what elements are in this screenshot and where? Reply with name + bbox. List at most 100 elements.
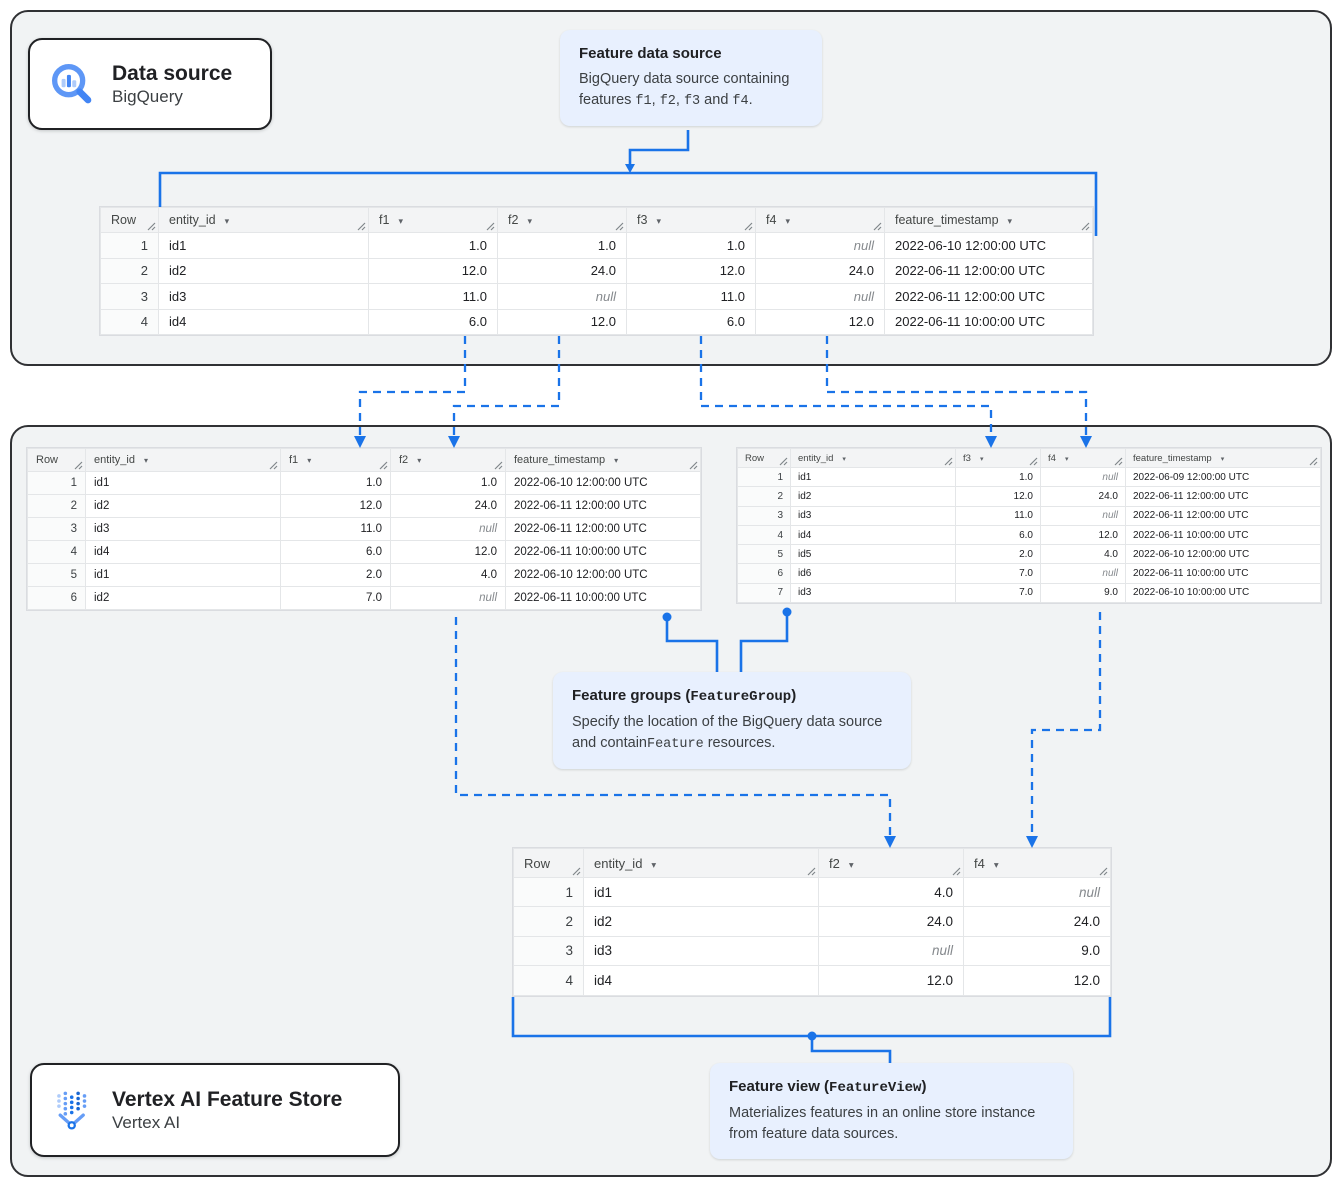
cell-f2: null	[497, 283, 627, 310]
cell-f2: 24.0	[818, 906, 964, 937]
column-menu-icon[interactable]: ▾	[417, 456, 422, 465]
column-header-f2: f2▾	[818, 848, 964, 878]
cell-feature_timestamp: 2022-06-11 10:00:00 UTC	[1125, 563, 1321, 584]
column-resize-handle-icon[interactable]	[952, 867, 961, 876]
cell-feature_timestamp: 2022-06-10 12:00:00 UTC	[505, 471, 701, 495]
column-resize-handle-icon[interactable]	[572, 867, 581, 876]
column-menu-icon[interactable]: ▾	[979, 455, 984, 463]
column-header-entity_id: entity_id ▾	[790, 448, 956, 468]
column-header-feature_timestamp: feature_timestamp▾	[1125, 448, 1321, 468]
column-menu-icon[interactable]: ▾	[656, 216, 661, 226]
cell-entity_id: id6	[790, 563, 956, 584]
cell-row: 7	[737, 582, 791, 604]
cell-f3: 1.0	[626, 232, 756, 259]
cell-row: 5	[737, 544, 791, 565]
column-resize-handle-icon[interactable]	[615, 222, 624, 231]
column-menu-icon[interactable]: ▾	[842, 455, 846, 463]
column-resize-handle-icon[interactable]	[74, 461, 83, 470]
column-resize-handle-icon[interactable]	[744, 222, 753, 231]
column-menu-icon[interactable]: ▾	[224, 216, 230, 226]
cell-entity_id: id1	[85, 563, 281, 587]
column-menu-icon[interactable]: ▾	[1220, 455, 1225, 463]
column-resize-handle-icon[interactable]	[494, 461, 503, 470]
callout-feature-data-source-body: BigQuery data source containing features…	[579, 69, 803, 111]
column-resize-handle-icon[interactable]	[689, 461, 698, 470]
callout-feature-groups-body: Specify the location of the BigQuery dat…	[572, 712, 892, 754]
column-resize-handle-icon[interactable]	[1081, 222, 1090, 231]
cell-row: 2	[100, 257, 159, 284]
cell-f2: 24.0	[497, 257, 627, 284]
column-resize-handle-icon[interactable]	[944, 457, 953, 466]
text: BigQuery data source containing features	[579, 71, 790, 108]
column-menu-icon[interactable]: ▾	[398, 216, 403, 226]
column-resize-handle-icon[interactable]	[486, 222, 495, 231]
column-resize-handle-icon[interactable]	[147, 222, 156, 231]
cell-f3: 12.0	[955, 486, 1041, 507]
cell-f3: 11.0	[955, 505, 1041, 526]
column-resize-handle-icon[interactable]	[1309, 457, 1318, 466]
column-label: f2	[399, 454, 409, 466]
cell-feature_timestamp: 2022-06-11 10:00:00 UTC	[1125, 524, 1321, 546]
column-menu-icon[interactable]: ▾	[1064, 455, 1069, 463]
cell-f3: 1.0	[955, 466, 1041, 488]
cell-entity_id: id3	[583, 935, 819, 967]
cell-entity_id: id2	[158, 257, 369, 284]
column-menu-icon[interactable]: ▾	[651, 859, 657, 870]
column-resize-handle-icon[interactable]	[873, 222, 882, 231]
column-header-f3: f3 ▾	[626, 207, 756, 233]
column-menu-icon[interactable]: ▾	[143, 456, 148, 465]
cell-entity_id: id2	[583, 906, 819, 937]
callout-feature-view: Feature view (FeatureView) Materializes …	[710, 1063, 1073, 1160]
column-header-f4: f4▾	[755, 207, 885, 233]
column-resize-handle-icon[interactable]	[807, 867, 816, 876]
cell-entity_id: id4	[158, 308, 369, 335]
text: Materializes features in an online store…	[729, 1105, 1036, 1142]
column-menu-icon[interactable]: ▾	[527, 216, 532, 226]
text: )	[921, 1078, 927, 1095]
code-text: FeatureView	[829, 1080, 922, 1096]
column-resize-handle-icon[interactable]	[379, 461, 388, 470]
column-menu-icon[interactable]: ▾	[614, 456, 619, 465]
bigquery-icon	[48, 60, 96, 108]
cell-entity_id: id1	[583, 876, 819, 908]
column-menu-icon[interactable]: ▾	[307, 456, 312, 465]
cell-entity_id: id3	[85, 517, 281, 541]
cell-feature_timestamp: 2022-06-11 12:00:00 UTC	[505, 517, 701, 541]
column-resize-handle-icon[interactable]	[1114, 457, 1123, 466]
cell-feature_timestamp: 2022-06-11 12:00:00 UTC	[1125, 486, 1321, 507]
column-resize-handle-icon[interactable]	[1029, 457, 1038, 466]
column-label: entity_id	[798, 452, 834, 464]
column-menu-icon[interactable]: ▾	[848, 859, 854, 870]
column-header-f1: f1▾	[368, 207, 498, 233]
cell-f1: 7.0	[280, 586, 391, 610]
column-header-f2: f2 ▾	[390, 448, 506, 472]
column-resize-handle-icon[interactable]	[269, 461, 278, 470]
cell-row: 2	[513, 906, 584, 937]
column-resize-handle-icon[interactable]	[357, 222, 366, 231]
cell-feature_timestamp: 2022-06-10 10:00:00 UTC	[1125, 582, 1321, 604]
column-resize-handle-icon[interactable]	[1099, 867, 1108, 876]
text: Feature view (	[729, 1078, 830, 1095]
column-label: f3	[637, 213, 648, 227]
column-resize-handle-icon[interactable]	[779, 457, 788, 466]
code-text: f2	[659, 93, 676, 109]
cell-f1: 6.0	[368, 308, 498, 335]
column-menu-icon[interactable]: ▾	[1007, 216, 1013, 226]
column-menu-icon[interactable]: ▾	[785, 216, 790, 226]
cell-f1: 12.0	[368, 257, 498, 284]
cell-f3: 6.0	[626, 308, 756, 335]
column-header-f4: f4▾	[1040, 448, 1126, 468]
cell-f2: null	[390, 586, 506, 610]
column-menu-icon[interactable]: ▾	[993, 859, 999, 870]
data-source-subtitle: BigQuery	[112, 86, 183, 106]
